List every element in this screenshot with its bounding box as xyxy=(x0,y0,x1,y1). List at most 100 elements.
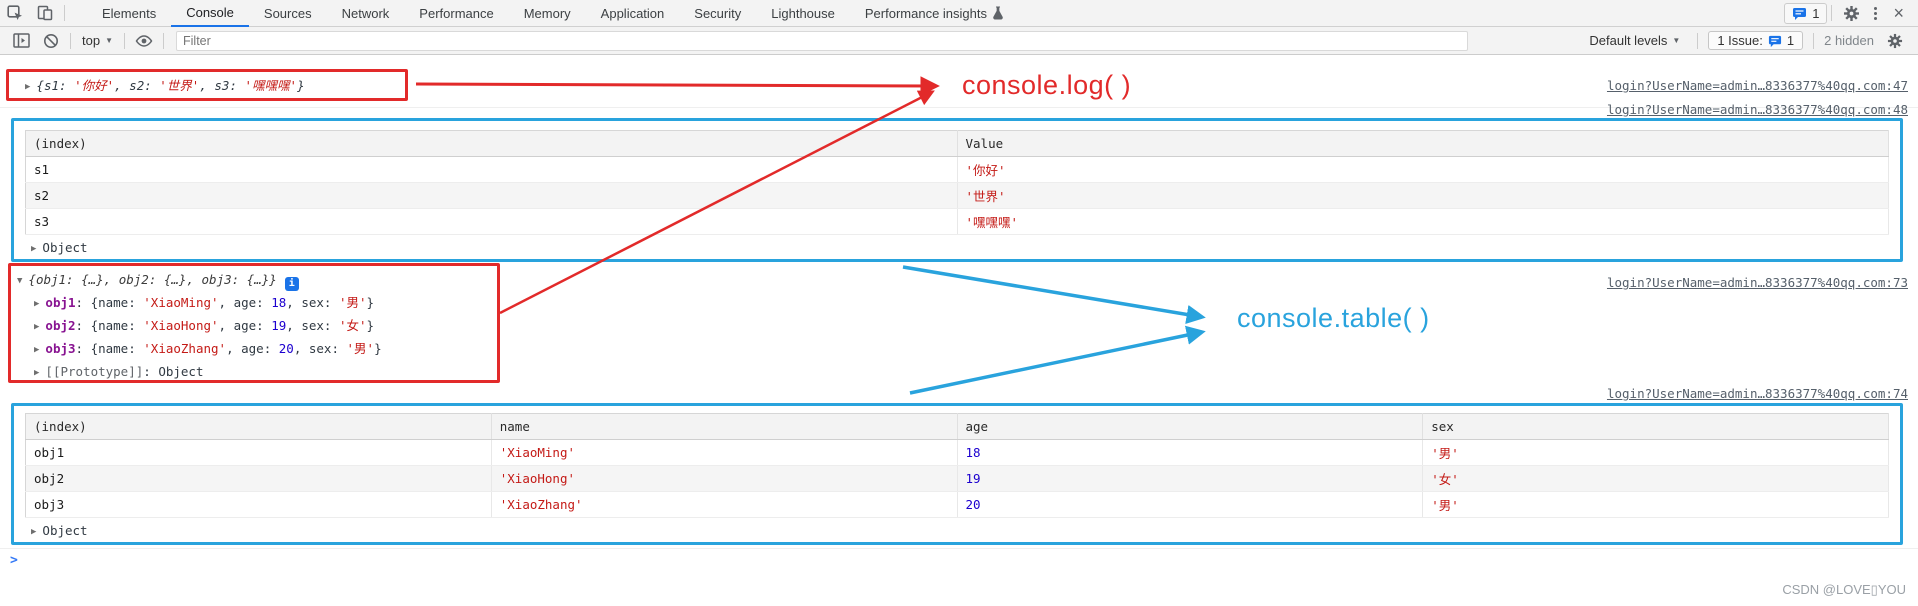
console-sidebar-icon[interactable] xyxy=(6,28,36,54)
column-header[interactable]: age xyxy=(957,413,1424,440)
console-token: '女' xyxy=(338,318,367,333)
collapse-triangle-icon[interactable]: ▼ xyxy=(17,276,23,286)
issue-label: 1 Issue: xyxy=(1717,33,1763,48)
eye-icon[interactable] xyxy=(129,28,159,54)
divider xyxy=(163,32,164,49)
source-link[interactable]: login?UserName=admin…8336377%40qq.com:47 xyxy=(1606,78,1908,93)
expand-triangle-icon[interactable]: ▶ xyxy=(25,82,31,92)
prototype-line[interactable]: ▶[[Prototype]]: Object xyxy=(17,361,382,384)
inspect-element-icon[interactable] xyxy=(0,0,30,26)
device-toolbar-icon[interactable] xyxy=(30,0,60,26)
console-log-entry-strings[interactable]: ▶{s1: '你好', s2: '世界', s3: '嘿嘿嘿'} xyxy=(25,75,305,94)
annotation-console-log-label: console.log( ) xyxy=(962,70,1132,100)
table-row: s1'你好' xyxy=(25,156,1889,183)
console-messages-area[interactable]: ▶{s1: '你好', s2: '世界', s3: '嘿嘿嘿'} login?U… xyxy=(0,55,1918,606)
expand-triangle-icon[interactable]: ▶ xyxy=(34,368,40,378)
expand-triangle-icon[interactable]: ▶ xyxy=(31,244,37,254)
expand-triangle-icon[interactable]: ▶ xyxy=(34,322,40,332)
console-token: , sex: xyxy=(286,295,339,310)
console-token: '你好' xyxy=(74,78,115,93)
expand-triangle-icon[interactable]: ▶ xyxy=(31,527,37,537)
console-prompt-chevron[interactable]: > xyxy=(10,553,18,568)
console-token: , age: xyxy=(226,341,279,356)
console-token: 18 xyxy=(271,295,287,310)
chevron-down-icon: ▼ xyxy=(105,36,113,45)
table-cell: s1 xyxy=(25,156,958,183)
console-toolbar-right: Default levels ▼ 1 Issue: 1 2 hidden xyxy=(1582,28,1912,54)
console-token: 'XiaoMing' xyxy=(143,295,219,310)
column-header[interactable]: (index) xyxy=(25,130,958,157)
column-header[interactable]: (index) xyxy=(25,413,492,440)
tab-performance[interactable]: Performance xyxy=(404,0,508,27)
watermark: CSDN @LOVE▯YOU xyxy=(1782,582,1906,597)
object-property-line[interactable]: ▶obj3: {name: 'XiaoZhang', age: 20, sex:… xyxy=(17,338,382,361)
object-preview-line[interactable]: ▼{obj1: {…}, obj2: {…}, obj3: {…}}i xyxy=(17,269,382,292)
tab-sources[interactable]: Sources xyxy=(249,0,327,27)
table-cell: 'XiaoHong' xyxy=(491,465,958,492)
tab-network[interactable]: Network xyxy=(327,0,405,27)
hidden-messages-count[interactable]: 2 hidden xyxy=(1824,33,1874,48)
console-token: obj1 xyxy=(45,295,76,310)
console-token: } xyxy=(366,318,375,333)
console-settings-gear-icon[interactable] xyxy=(1880,28,1910,54)
table-cell: '你好' xyxy=(957,156,1889,183)
grid-footer-object[interactable]: ▶Object xyxy=(31,523,1889,538)
tab-performance-insights[interactable]: Performance insights xyxy=(850,0,1019,27)
source-link[interactable]: login?UserName=admin…8336377%40qq.com:48 xyxy=(1606,102,1908,117)
console-token: : {name: xyxy=(75,318,144,333)
table-row: s2'世界' xyxy=(25,182,1889,209)
column-header[interactable]: name xyxy=(491,413,958,440)
table-cell: s2 xyxy=(25,182,958,209)
levels-dropdown[interactable]: Default levels ▼ xyxy=(1582,33,1687,48)
column-header[interactable]: sex xyxy=(1422,413,1889,440)
property-preview: obj1: {name: 'XiaoMing', age: 18, sex: '… xyxy=(45,295,374,310)
console-token: 'XiaoZhang' xyxy=(143,341,227,356)
info-icon[interactable]: i xyxy=(284,277,299,291)
tab-lighthouse[interactable]: Lighthouse xyxy=(756,0,850,27)
tab-label: Memory xyxy=(523,5,571,21)
console-token: {s1: xyxy=(36,78,75,93)
context-dropdown[interactable]: top ▼ xyxy=(75,33,120,48)
expand-triangle-icon[interactable]: ▶ xyxy=(34,345,40,355)
console-token: , sex: xyxy=(286,318,339,333)
table-row: obj1'XiaoMing'18'男' xyxy=(25,439,1889,466)
issue-count: 1 xyxy=(1786,33,1795,48)
console-token: } xyxy=(374,341,382,356)
issue-counter-pill[interactable]: 1 Issue: 1 xyxy=(1708,31,1804,50)
table-cell: obj3 xyxy=(25,491,492,518)
blue-arrow-table1 xyxy=(902,265,1206,324)
property-preview: obj2: {name: 'XiaoHong', age: 19, sex: '… xyxy=(45,318,374,333)
tab-label: Lighthouse xyxy=(771,5,835,21)
tab-elements[interactable]: Elements xyxy=(87,0,171,27)
source-link[interactable]: login?UserName=admin…8336377%40qq.com:74 xyxy=(1606,386,1908,401)
table-cell: '男' xyxy=(1422,439,1889,466)
table-cell: '世界' xyxy=(957,182,1889,209)
source-link[interactable]: login?UserName=admin…8336377%40qq.com:73 xyxy=(1606,275,1908,290)
expand-triangle-icon[interactable]: ▶ xyxy=(34,299,40,309)
object-property-line[interactable]: ▶ obj1: {name: 'XiaoMing', age: 18, sex: … xyxy=(17,292,382,315)
console-token: 19 xyxy=(271,318,287,333)
table-row: obj3'XiaoZhang'20'男' xyxy=(25,491,1889,518)
settings-gear-icon[interactable] xyxy=(1836,0,1866,26)
column-header[interactable]: Value xyxy=(957,130,1889,157)
console-token: } xyxy=(366,295,375,310)
tab-application[interactable]: Application xyxy=(586,0,680,27)
divider xyxy=(124,32,125,49)
flask-icon xyxy=(992,6,1004,20)
object-property-line[interactable]: ▶ obj2: {name: 'XiaoHong', age: 19, sex: … xyxy=(17,315,382,338)
tab-security[interactable]: Security xyxy=(679,0,756,27)
grid-footer-object[interactable]: ▶Object xyxy=(31,240,1889,255)
filter-input[interactable] xyxy=(176,30,1468,51)
issues-bubble-badge[interactable]: 1 xyxy=(1784,2,1828,24)
console-log-entry-objects[interactable]: ▼{obj1: {…}, obj2: {…}, obj3: {…}}i ▶obj… xyxy=(17,269,382,384)
kebab-menu-icon[interactable] xyxy=(1866,6,1885,20)
entry-divider xyxy=(0,548,1918,549)
close-icon[interactable]: × xyxy=(1893,3,1904,23)
console-toolbar: top ▼ Default levels ▼ 1 Issue: xyxy=(0,27,1918,55)
tab-memory[interactable]: Memory xyxy=(509,0,586,27)
clear-console-icon[interactable] xyxy=(36,28,66,54)
tab-label: Performance xyxy=(419,5,494,21)
console-token: , sex: xyxy=(293,341,347,356)
tab-console[interactable]: Console xyxy=(171,0,249,27)
